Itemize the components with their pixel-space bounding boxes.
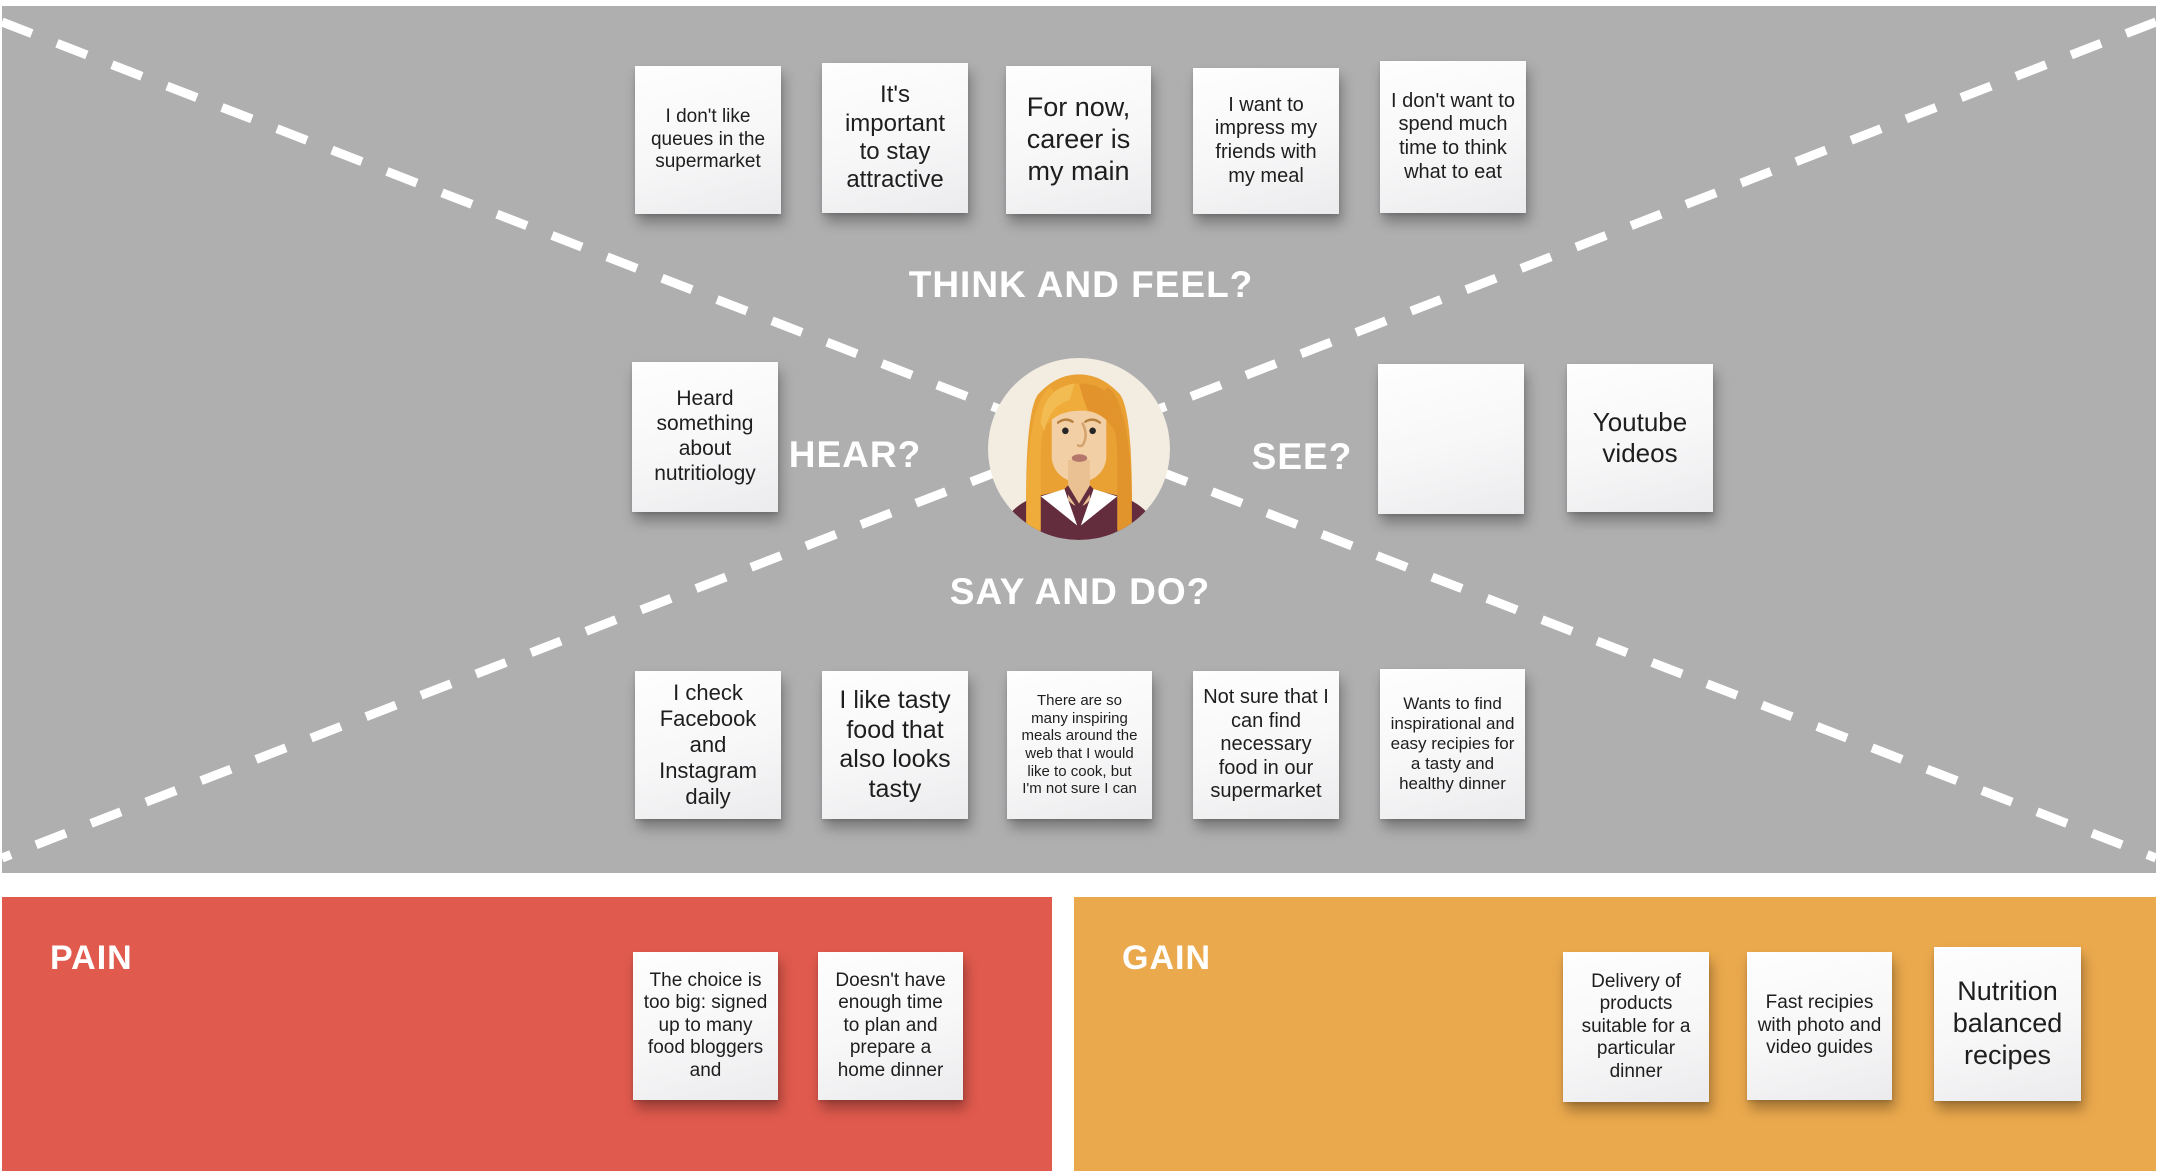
sticky-note-say-2: I like tasty food that also looks tasty (822, 671, 968, 819)
pain-label: PAIN (50, 939, 133, 977)
sticky-note-say-5: Wants to find inspirational and easy rec… (1380, 669, 1525, 819)
sticky-note-think-4: I want to impress my friends with my mea… (1193, 68, 1339, 214)
gain-label: GAIN (1122, 939, 1211, 977)
sticky-note-pain-2: Doesn't have enough time to plan and pre… (818, 952, 963, 1100)
sticky-note-gain-3: Nutrition balanced recipes (1934, 947, 2081, 1101)
sticky-note-see-1 (1378, 364, 1524, 514)
sticky-note-see-2: Youtube videos (1567, 364, 1713, 512)
sticky-note-think-5: I don't want to spend much time to think… (1380, 61, 1526, 213)
dashed-cross-icon (2, 17, 2156, 863)
gain-section: GAIN Delivery of products suitable for a… (1074, 897, 2156, 1171)
persona-avatar-icon (988, 358, 1170, 540)
sticky-note-think-3: For now, career is my main (1006, 66, 1151, 214)
sticky-note-gain-1: Delivery of products suitable for a part… (1563, 952, 1709, 1102)
sticky-note-say-1: I check Facebook and Instagram daily (635, 671, 781, 819)
sticky-note-say-3: There are so many inspiring meals around… (1007, 671, 1152, 819)
sticky-note-say-4: Not sure that I can find necessary food … (1193, 671, 1339, 819)
quadrant-label-think-and-feel: THINK AND FEEL? (908, 264, 1254, 305)
quadrant-label-hear: HEAR? (788, 434, 922, 475)
sticky-note-gain-2: Fast recipies with photo and video guide… (1747, 952, 1892, 1100)
quadrant-label-see: SEE? (1251, 436, 1353, 477)
sticky-note-hear-1: Heard something about nutritiology (632, 362, 778, 512)
sticky-note-pain-1: The choice is too big: signed up to many… (633, 952, 778, 1100)
sticky-note-think-2: It's important to stay attractive (822, 63, 968, 213)
quadrant-label-say-and-do: SAY AND DO? (949, 571, 1211, 612)
sticky-note-think-1: I don't like queues in the supermarket (635, 66, 781, 214)
pain-section: PAIN The choice is too big: signed up to… (2, 897, 1052, 1171)
board: THINK AND FEEL? HEAR? SEE? SAY AND DO? (2, 6, 2156, 873)
